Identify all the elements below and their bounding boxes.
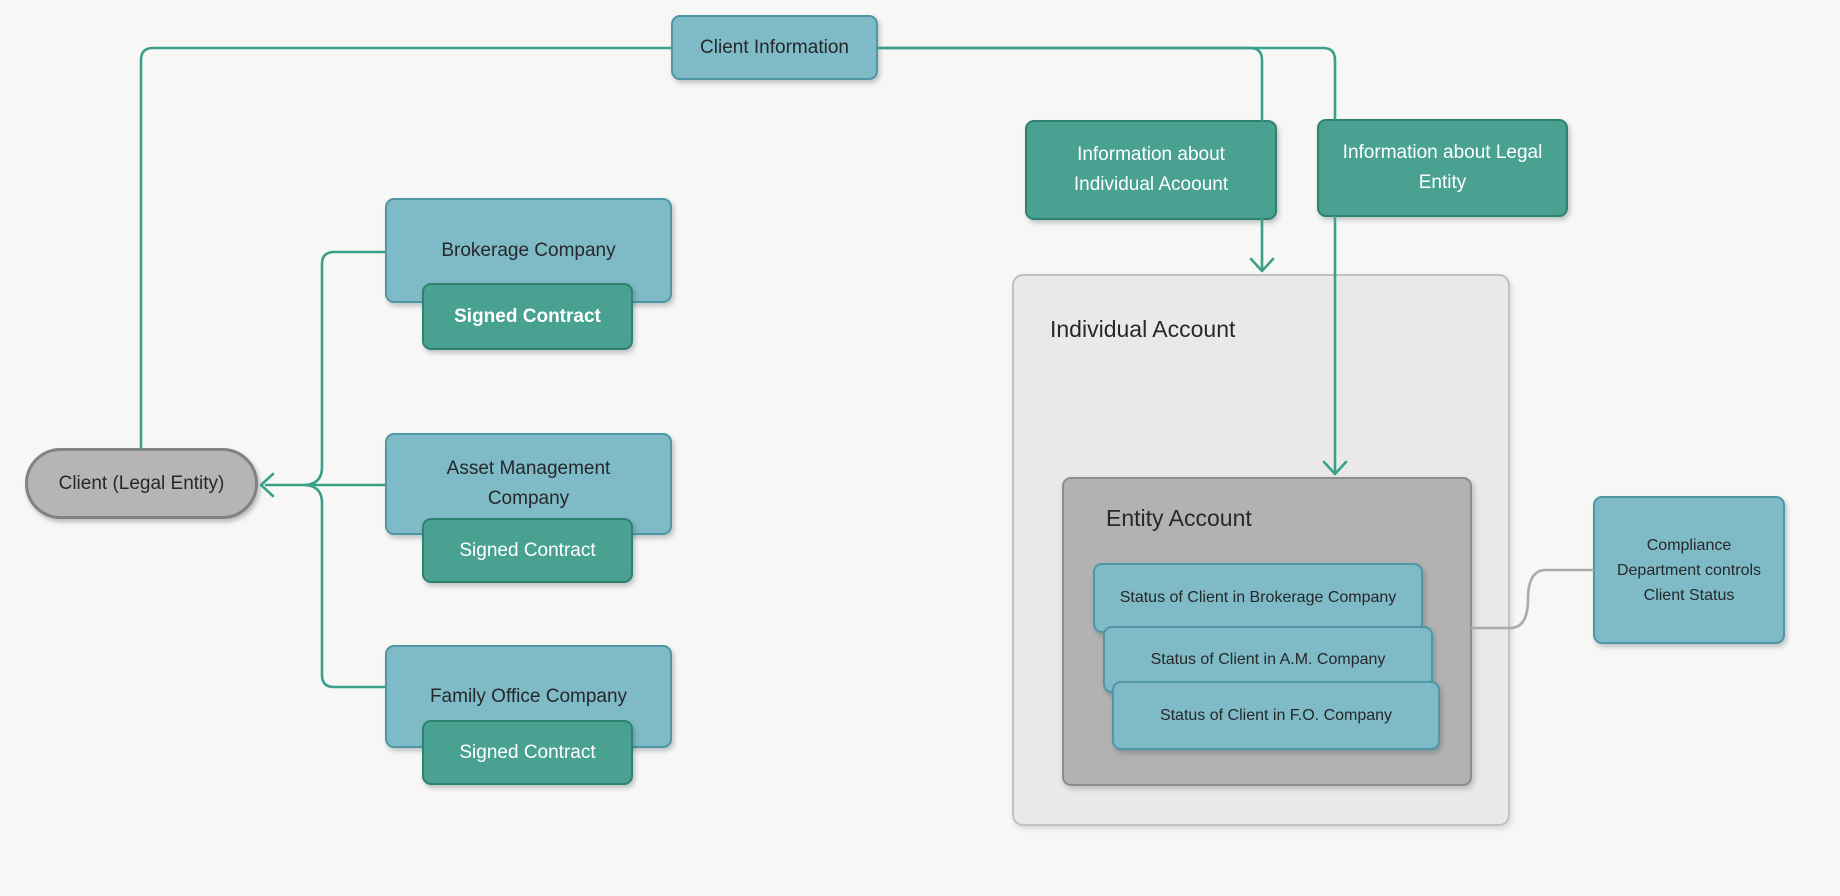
info-legal-line-1: Information about Legal (1342, 142, 1543, 163)
signed-contract-am-label: Signed Contract (459, 539, 596, 561)
asset-management-label-line-1: Asset Management (446, 458, 611, 479)
arrow-head-client-pill (259, 472, 275, 498)
asset-management-label-line-2: Company (487, 488, 570, 509)
info-legal-entity-node: Information about Legal Entity (1317, 119, 1568, 217)
client-information-node: Client Information (671, 15, 878, 80)
compliance-department-node: Compliance Department controls Client St… (1593, 496, 1785, 644)
family-office-label: Family Office Company (429, 685, 628, 707)
signed-contract-brokerage-label: Signed Contract (454, 305, 601, 327)
status-brokerage-node: Status of Client in Brokerage Company (1093, 563, 1423, 633)
connector-brokerage-branch (303, 250, 387, 487)
compliance-line-1: Compliance (1646, 536, 1732, 554)
status-fo-node: Status of Client in F.O. Company (1112, 681, 1440, 750)
info-legal-line-2: Entity (1418, 172, 1467, 193)
status-fo-label: Status of Client in F.O. Company (1159, 706, 1393, 724)
client-pill-label: Client (Legal Entity) (58, 472, 225, 494)
status-am-label: Status of Client in A.M. Company (1150, 650, 1386, 668)
brokerage-company-label: Brokerage Company (441, 239, 616, 261)
info-individual-account-node: Information about Individual Acoount (1025, 120, 1277, 220)
status-brokerage-label: Status of Client in Brokerage Company (1119, 589, 1397, 606)
connector-familyoffice-branch (303, 483, 387, 689)
arrow-head-individual-account (1249, 257, 1275, 273)
info-individual-line-1: Information about (1077, 144, 1225, 165)
individual-account-title: Individual Account (1050, 316, 1236, 342)
signed-contract-fo-node: Signed Contract (422, 720, 633, 785)
connector-clientinfo-to-info-individual (876, 46, 1264, 122)
signed-contract-am-node: Signed Contract (422, 518, 633, 583)
connector-clientinfo-to-info-legal (876, 46, 1337, 121)
signed-contract-brokerage-node: Signed Contract (422, 283, 633, 350)
signed-contract-fo-label: Signed Contract (459, 741, 596, 763)
info-individual-line-2: Individual Acoount (1073, 174, 1229, 195)
compliance-line-3: Client Status (1643, 586, 1735, 604)
compliance-line-2: Department controls (1616, 561, 1762, 579)
client-information-label: Client Information (700, 36, 849, 58)
client-legal-entity-pill: Client (Legal Entity) (25, 448, 258, 519)
entity-account-title: Entity Account (1106, 505, 1252, 531)
